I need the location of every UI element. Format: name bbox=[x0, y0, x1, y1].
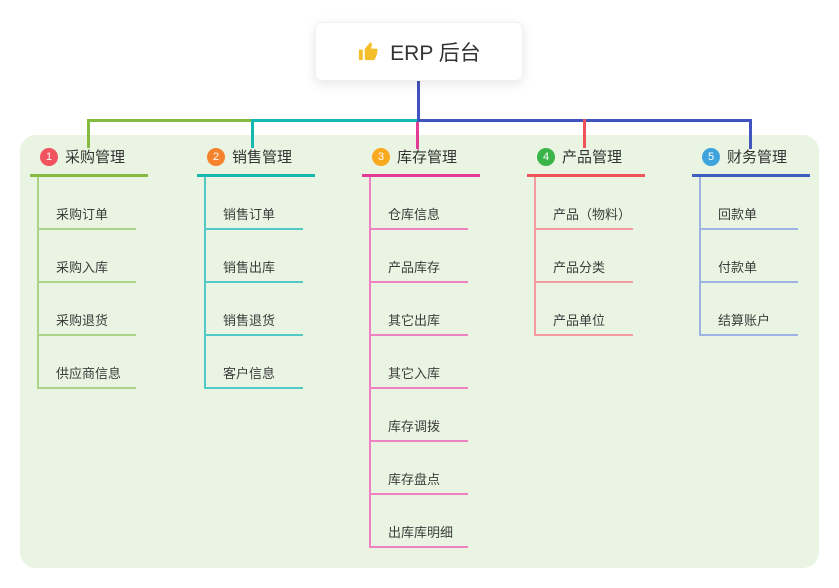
branch-item[interactable]: 付款单 bbox=[701, 230, 798, 283]
branch-title-product[interactable]: 4 产品管理 bbox=[527, 146, 645, 177]
branch-title-label: 产品管理 bbox=[562, 149, 623, 166]
branch-inventory: 3 库存管理 仓库信息 产品库存 其它出库 其它入库 库存调拨 库存盘点 出库库… bbox=[362, 146, 487, 548]
thumbs-up-icon bbox=[359, 42, 379, 61]
branch-number-badge: 5 bbox=[702, 147, 720, 166]
branch-finance: 5 财务管理 回款单 付款单 结算账户 bbox=[692, 146, 817, 336]
branch-item[interactable]: 结算账户 bbox=[701, 283, 798, 336]
branch-item[interactable]: 回款单 bbox=[701, 177, 798, 230]
branch-item[interactable]: 销售出库 bbox=[206, 230, 303, 283]
branch-items: 销售订单 销售出库 销售退货 客户信息 bbox=[204, 177, 322, 389]
connector-drop-product bbox=[583, 119, 586, 148]
branch-title-sales[interactable]: 2 销售管理 bbox=[197, 146, 315, 177]
branch-item[interactable]: 销售退货 bbox=[206, 283, 303, 336]
branch-item[interactable]: 其它入库 bbox=[371, 336, 468, 389]
branch-items: 采购订单 采购入库 采购退货 供应商信息 bbox=[37, 177, 155, 389]
connector-drop-sales bbox=[251, 119, 254, 148]
branch-item[interactable]: 其它出库 bbox=[371, 283, 468, 336]
branch-product: 4 产品管理 产品（物料） 产品分类 产品单位 bbox=[527, 146, 652, 336]
branch-items: 产品（物料） 产品分类 产品单位 bbox=[534, 177, 652, 336]
branch-item[interactable]: 出库库明细 bbox=[371, 495, 468, 548]
connector-drop-procurement bbox=[87, 119, 90, 148]
branch-title-inventory[interactable]: 3 库存管理 bbox=[362, 146, 480, 177]
connector-root-stem bbox=[417, 81, 420, 120]
branch-title-label: 销售管理 bbox=[232, 149, 293, 166]
branch-sales: 2 销售管理 销售订单 销售出库 销售退货 客户信息 bbox=[197, 146, 322, 389]
branch-item[interactable]: 产品分类 bbox=[536, 230, 633, 283]
branch-number-badge: 2 bbox=[207, 147, 225, 166]
connector-bus-teal bbox=[251, 119, 419, 122]
connector-drop-finance bbox=[749, 119, 752, 149]
branch-items: 回款单 付款单 结算账户 bbox=[699, 177, 817, 336]
branch-item[interactable]: 库存盘点 bbox=[371, 442, 468, 495]
branch-procurement: 1 采购管理 采购订单 采购入库 采购退货 供应商信息 bbox=[30, 146, 155, 389]
branch-title-finance[interactable]: 5 财务管理 bbox=[692, 146, 810, 177]
branch-item[interactable]: 客户信息 bbox=[206, 336, 303, 389]
connector-bus-green bbox=[87, 119, 254, 122]
root-node[interactable]: ERP 后台 bbox=[315, 22, 523, 81]
branch-item[interactable]: 采购订单 bbox=[39, 177, 136, 230]
branch-number-badge: 1 bbox=[40, 147, 58, 166]
branch-title-label: 采购管理 bbox=[65, 149, 126, 166]
connector-drop-inventory bbox=[416, 122, 419, 149]
branch-item[interactable]: 采购退货 bbox=[39, 283, 136, 336]
root-title: ERP 后台 bbox=[390, 41, 481, 65]
branch-number-badge: 4 bbox=[537, 147, 555, 166]
branch-item[interactable]: 仓库信息 bbox=[371, 177, 468, 230]
branch-items: 仓库信息 产品库存 其它出库 其它入库 库存调拨 库存盘点 出库库明细 bbox=[369, 177, 487, 548]
branch-item[interactable]: 供应商信息 bbox=[39, 336, 136, 389]
branch-item[interactable]: 产品库存 bbox=[371, 230, 468, 283]
branches-panel bbox=[20, 135, 819, 568]
branch-item[interactable]: 采购入库 bbox=[39, 230, 136, 283]
branch-item[interactable]: 产品（物料） bbox=[536, 177, 633, 230]
branch-title-procurement[interactable]: 1 采购管理 bbox=[30, 146, 148, 177]
branch-item[interactable]: 产品单位 bbox=[536, 283, 633, 336]
branch-item[interactable]: 库存调拨 bbox=[371, 389, 468, 442]
branch-title-label: 库存管理 bbox=[397, 149, 458, 166]
branch-number-badge: 3 bbox=[372, 147, 390, 166]
branch-title-label: 财务管理 bbox=[727, 149, 788, 166]
branch-item[interactable]: 销售订单 bbox=[206, 177, 303, 230]
